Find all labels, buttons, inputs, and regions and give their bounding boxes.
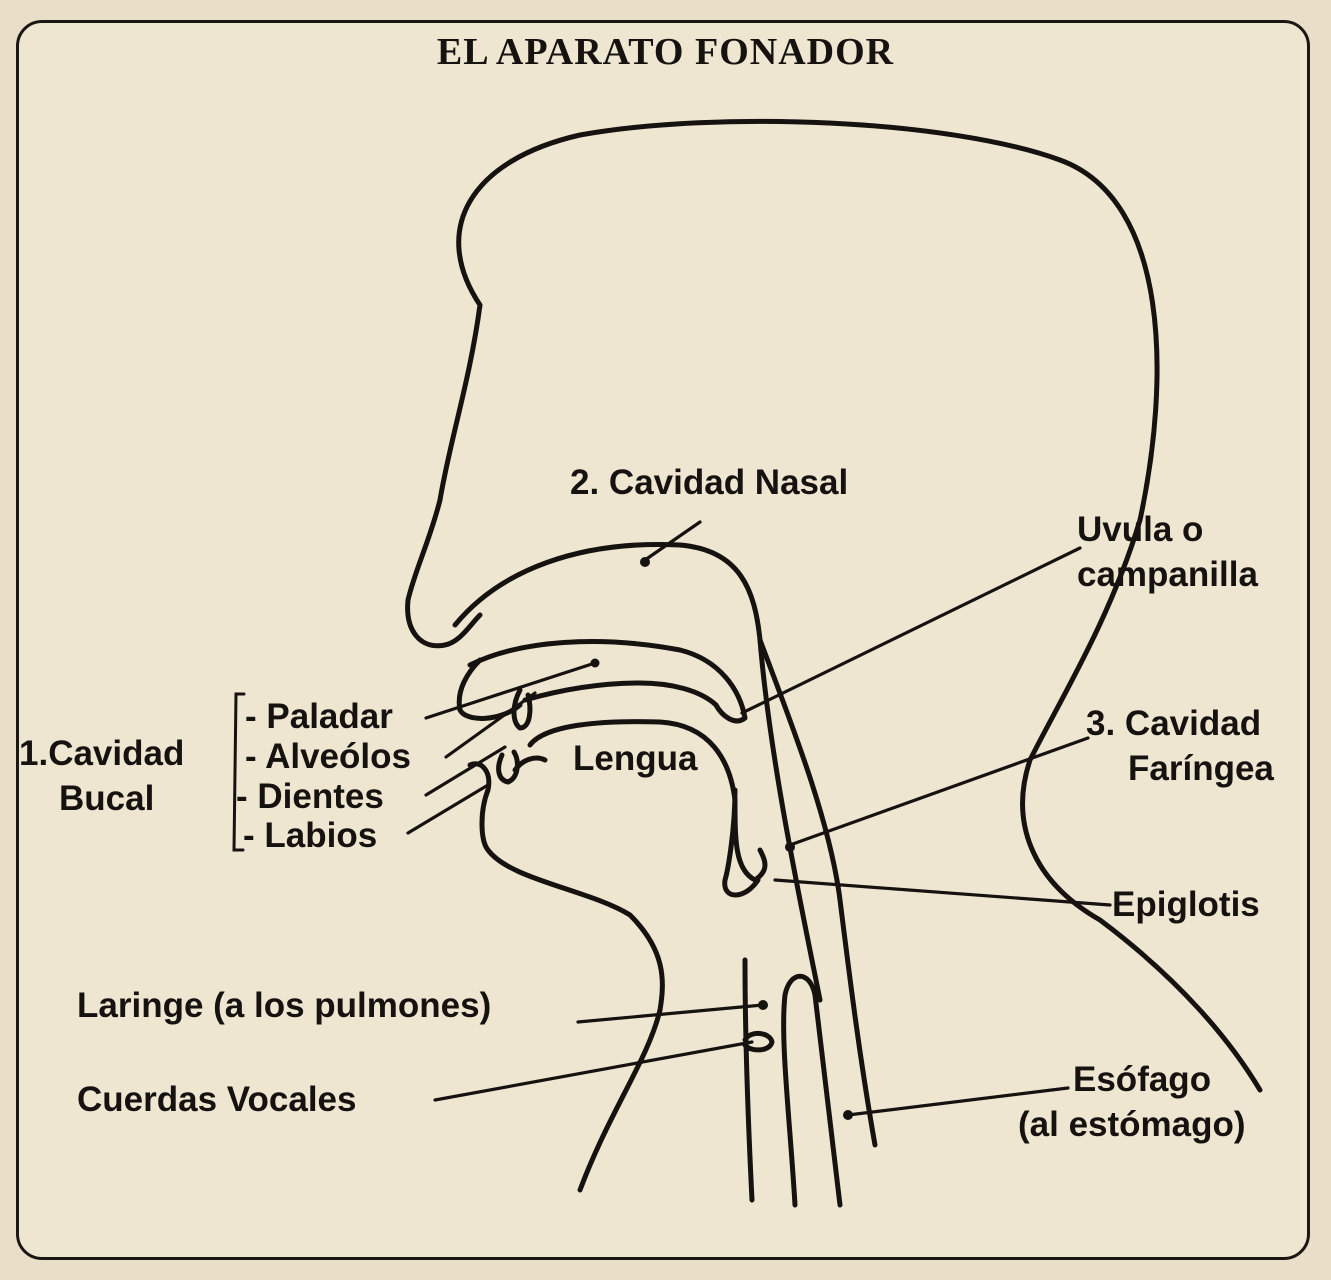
label-uvula-line2: campanilla	[1077, 555, 1258, 594]
label-uvula-line1: Uvula o	[1077, 510, 1204, 549]
label-paladar: - Paladar	[245, 697, 393, 736]
label-faringea-line1: 3. Cavidad	[1086, 704, 1262, 743]
trachea-divider	[781, 973, 843, 1208]
label-esofago-line1: Esófago	[1073, 1060, 1212, 1099]
pharynx-wall	[757, 637, 878, 1148]
leader-uvula	[740, 546, 1082, 715]
head-back-outline	[405, 118, 1160, 649]
point-paladar	[590, 658, 600, 668]
leader-cuerdas	[433, 1040, 754, 1102]
tongue-base	[722, 787, 761, 898]
label-bucal-line2: Bucal	[59, 779, 155, 818]
label-bucal-line1: 1.Cavidad	[19, 734, 185, 773]
leader-paladar	[424, 661, 597, 720]
tongue	[527, 719, 768, 883]
lower-teeth	[496, 749, 520, 785]
label-laringe: Laringe (a los pulmones)	[77, 986, 492, 1025]
label-cuerdas-vocales: Cuerdas Vocales	[77, 1080, 357, 1119]
vocal-cords	[742, 1031, 775, 1053]
label-labios: - Labios	[243, 816, 378, 855]
leader-nasal	[643, 520, 702, 562]
leader-esofago	[846, 1086, 1070, 1117]
leader-epiglotis	[773, 878, 1112, 907]
label-alveolos: - Alveólos	[245, 737, 411, 776]
point-esofago	[843, 1110, 853, 1120]
leader-faringea	[788, 736, 1090, 847]
label-faringea-line2: Faríngea	[1128, 749, 1274, 788]
leader-labios	[406, 783, 490, 835]
label-cavidad-nasal: 2. Cavidad Nasal	[570, 463, 849, 502]
upper-lip	[456, 657, 523, 721]
label-lengua: Lengua	[573, 739, 698, 778]
point-faringea	[785, 842, 795, 852]
neck-back-outline	[1020, 517, 1263, 1093]
bracket-bucal	[232, 692, 246, 852]
label-esofago-line2: (al estómago)	[1018, 1105, 1246, 1144]
hard-palate	[467, 639, 748, 724]
leader-laringe	[576, 1003, 765, 1024]
page-title: EL APARATO FONADOR	[436, 31, 895, 73]
label-epiglotis: Epiglotis	[1112, 885, 1260, 924]
point-nasal	[640, 557, 650, 567]
nasal-cavity-arc	[452, 541, 823, 1003]
lower-lip-chin	[467, 761, 665, 1193]
label-dientes: - Dientes	[236, 777, 384, 816]
upper-teeth	[511, 687, 533, 731]
leader-dientes	[424, 745, 507, 797]
point-laringe	[758, 1000, 768, 1010]
larynx-front	[742, 957, 755, 1203]
leader-alveolos	[444, 691, 537, 759]
lower-gum	[512, 755, 548, 773]
